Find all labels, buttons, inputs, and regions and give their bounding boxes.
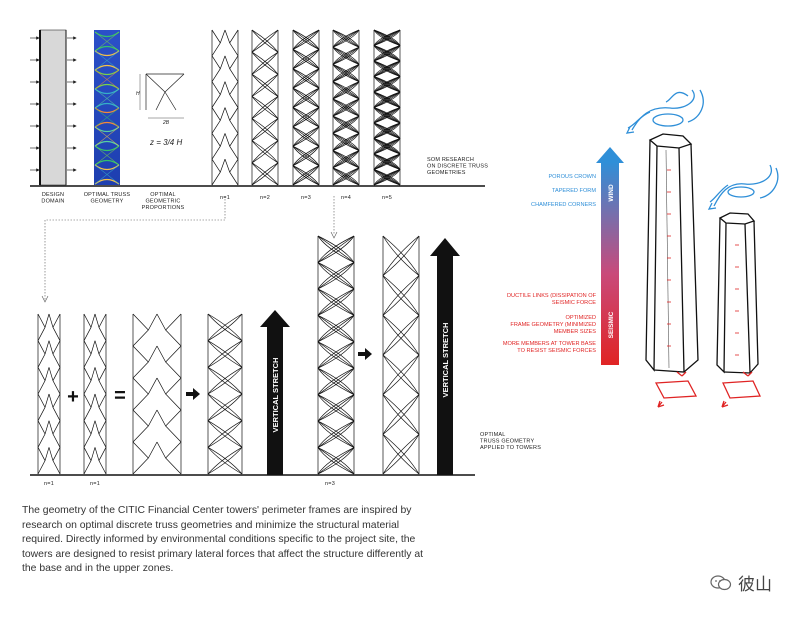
dotted-connector [41,196,338,303]
truss-tile [373,29,401,186]
seismic-base-tall [654,371,698,408]
design-domain-figure [30,29,77,186]
truss-n-label: n=3 [325,481,335,487]
truss-n-label: n=1 [44,481,54,487]
stretch-label: VERTICAL STRETCH [271,358,280,433]
truss-n-label: n=1 [90,481,100,487]
truss-n-label: n=1 [220,195,230,201]
wind-feature-label: TAPERED FORM [552,188,596,194]
wechat-logo-icon [710,574,732,590]
optimal-truss-figure [94,30,120,185]
truss-tile [332,29,360,186]
svg-text:H: H [136,91,140,97]
equals-operator: = [114,385,126,407]
wind-seismic-arrow [596,147,624,365]
vertical-stretch-arrow-2: VERTICAL STRETCH [430,238,460,475]
wind-swirl-tall [625,89,704,134]
proportions-sketch: H 2B [136,73,185,126]
watermark: 彼山 [710,570,772,595]
plus-operator: + [67,386,79,408]
wind-feature-label: POROUS CROWN [548,174,596,180]
truss-n-label: n=2 [260,195,270,201]
proportion-formula: z = 3/4 H [149,138,182,147]
truss-n-label: n=3 [301,195,311,201]
top-truss-series [211,29,401,186]
truss-n-label: n=5 [382,195,392,201]
bottom-truss-series [37,235,420,475]
truss-tile [207,313,243,475]
truss-tile [83,313,107,475]
truss-tile [251,29,279,186]
truss-tile-stretched [382,235,420,475]
wind-label: WIND [608,184,615,202]
seismic-label: SEISMIC [608,311,615,338]
right-arrow-icon [358,348,372,360]
right-arrow-icon [186,388,200,400]
truss-tile-tall [317,235,355,475]
seismic-base-short [721,371,761,408]
stretch-label: VERTICAL STRETCH [441,323,450,398]
svg-text:2B: 2B [162,120,170,126]
wind-feature-label: CHAMFERED CORNERS [531,202,596,208]
truss-tile-combined [132,313,182,475]
wind-swirl-short [707,164,779,210]
watermark-text: 彼山 [738,575,772,595]
tall-tower [645,133,699,373]
short-tower [716,212,759,374]
vertical-stretch-arrow-1: VERTICAL STRETCH [260,310,290,475]
truss-n-label: n=4 [341,195,351,201]
truss-tile [292,29,320,186]
truss-tile [37,313,61,475]
truss-tile [211,29,239,186]
caption-text: The geometry of the CITIC Financial Cent… [22,505,423,575]
